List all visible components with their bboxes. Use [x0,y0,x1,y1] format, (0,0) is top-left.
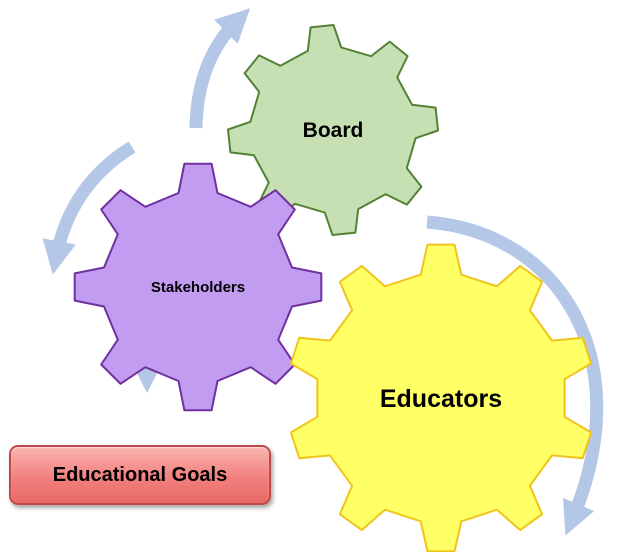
gear-label-educators: Educators [380,385,502,413]
gear-educators [289,243,593,552]
arrow-educators-cycle [426,215,604,536]
educational-goals-label: Educational Goals [52,463,228,486]
arrow-board-cycle [189,8,251,129]
gear-stakeholders [73,162,323,412]
gear-board [227,24,439,236]
gear-label-board: Board [303,119,364,142]
educational-goals-box: Educational Goals [9,445,271,505]
arrow-stakeholders-cycle [42,141,136,275]
gear-label-stakeholders: Stakeholders [151,279,245,296]
